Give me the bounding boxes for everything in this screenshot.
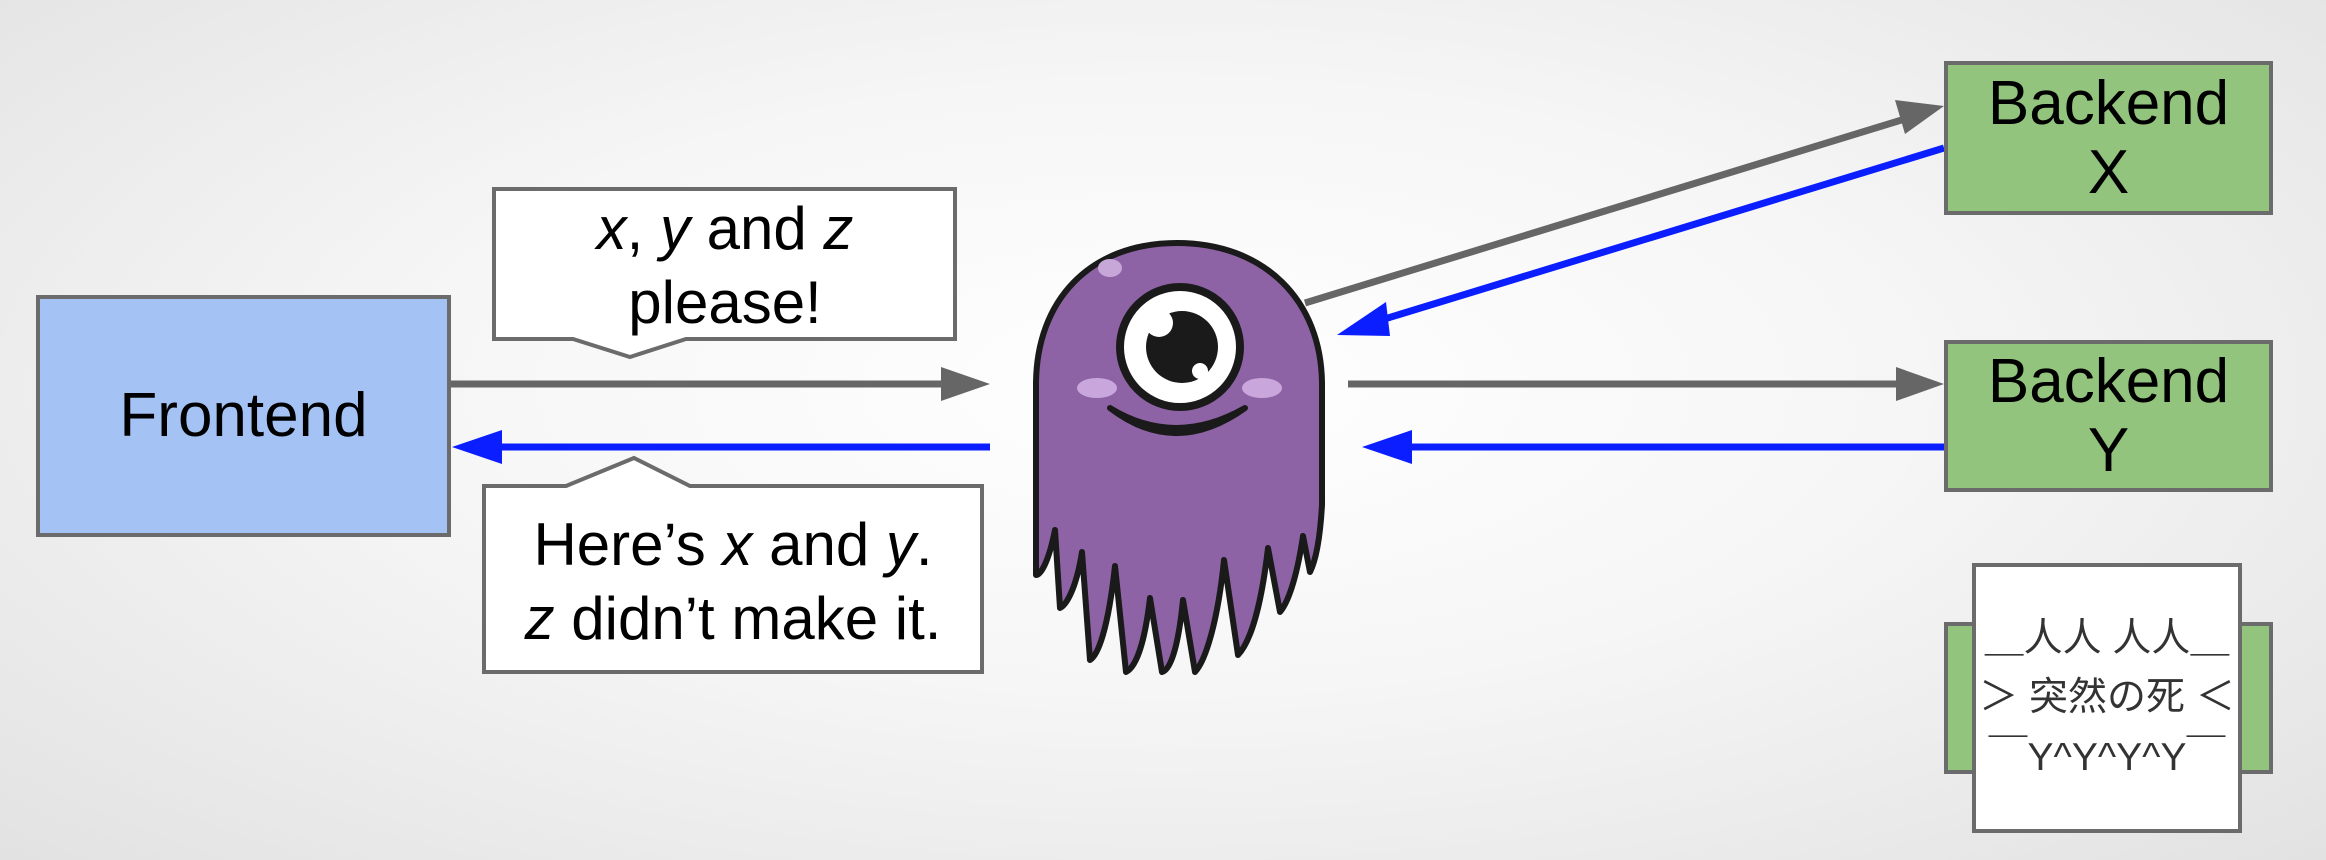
response-bubble-text: Here’s x and y. z didn’t make it. <box>484 508 982 656</box>
response-speech-bubble <box>482 455 984 674</box>
backend-y-label-line2: Y <box>2087 416 2130 485</box>
var-z: z <box>823 195 854 262</box>
var-y: y <box>659 195 690 262</box>
backend-x-box: Backend X <box>1944 61 2273 215</box>
backend-y-label-line1: Backend <box>1987 346 2230 416</box>
response-line-2: z didn’t make it. <box>484 582 982 656</box>
mascot-icon <box>1033 240 1325 675</box>
response-rest: didn’t make it. <box>554 584 942 652</box>
sudden-death-line-1: ＿人人 人人＿ <box>1984 617 2230 661</box>
response-and: and <box>752 511 886 578</box>
request-and: and <box>689 195 824 262</box>
backend-y-box: Backend Y <box>1944 340 2273 492</box>
request-line-1: x, y and z <box>494 192 956 266</box>
response-var-x: x <box>722 511 753 578</box>
sudden-death-line-3: ￣Y^Y^Y^Y￣ <box>1988 735 2226 779</box>
backend-x-label-line2: X <box>2087 138 2130 207</box>
request-arrow-frontend <box>451 367 990 401</box>
request-speech-bubble <box>492 187 957 360</box>
response-arrow-backend-y <box>1362 430 1944 464</box>
response-prefix: Here’s <box>533 511 723 578</box>
sudden-death-card: ＿人人 人人＿ ＞ 突然の死 ＜ ￣Y^Y^Y^Y￣ <box>1972 563 2242 833</box>
response-var-y: y <box>885 511 916 578</box>
request-line-2: please! <box>628 268 822 336</box>
response-arrow-backend-x <box>1337 144 1946 336</box>
backend-x-label-line1: Backend <box>1987 68 2230 138</box>
response-line-1: Here’s x and y. <box>484 508 982 582</box>
request-arrow-backend-x <box>1303 100 1944 307</box>
response-var-z: z <box>524 584 555 652</box>
response-arrow-frontend <box>452 430 990 464</box>
var-x: x <box>596 195 627 262</box>
request-sep: , <box>626 195 660 262</box>
request-arrow-backend-y <box>1348 367 1944 401</box>
frontend-box: Frontend <box>36 295 451 537</box>
response-period: . <box>915 511 933 578</box>
sudden-death-line-2: ＞ 突然の死 ＜ <box>1979 676 2235 720</box>
frontend-label: Frontend <box>119 381 368 451</box>
request-bubble-text: x, y and z please! <box>494 192 956 340</box>
